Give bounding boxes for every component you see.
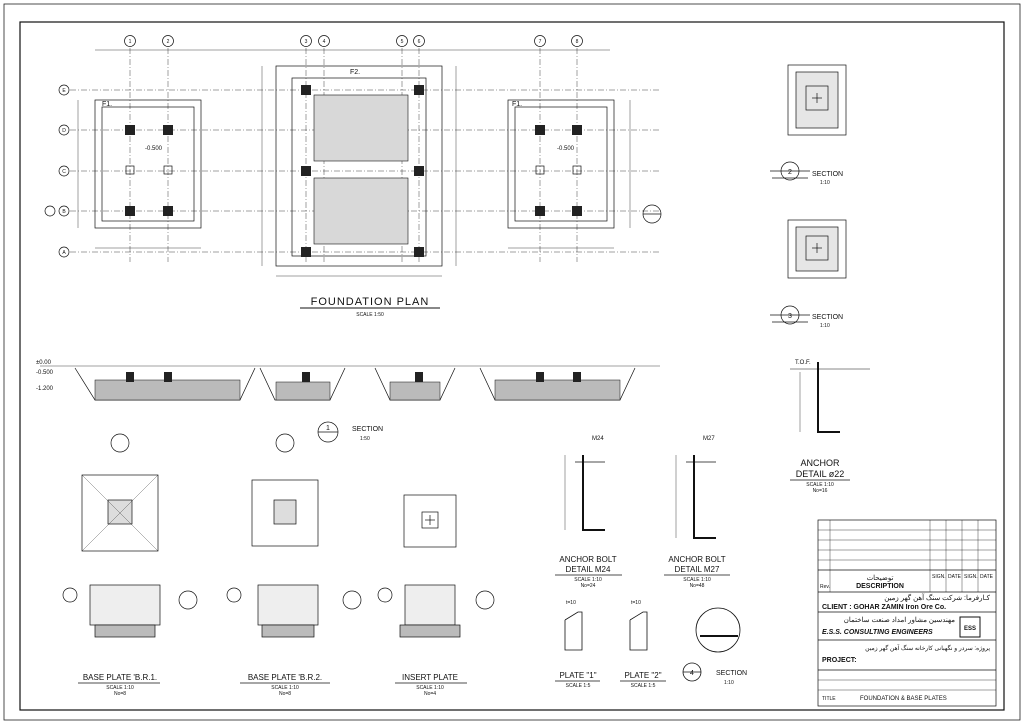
inner-border [19, 21, 1005, 711]
insert-title: INSERT PLATE [402, 673, 458, 682]
bp1-count: No=8 [114, 691, 126, 697]
grid-label-E: E [62, 88, 66, 94]
tb-sign-2: SIGN. [964, 574, 978, 580]
tb-rev: Rev. [820, 584, 830, 590]
section4-number: 4 [690, 670, 694, 677]
section-1-drawing [40, 365, 660, 443]
bp2-scale: SCALE 1:10 [271, 685, 299, 691]
section3-scale: 1:10 [820, 323, 830, 329]
grid-label-8: 8 [576, 39, 579, 45]
tb-consult-en: E.S.S. CONSULTING ENGINEERS [822, 629, 933, 636]
bolt24-size: M24 [592, 436, 604, 442]
section3-title: SECTION [812, 314, 843, 321]
grid-label-1: 1 [129, 39, 132, 45]
bolt27-size: M27 [703, 436, 715, 442]
tb-drawing-title: FOUNDATION & BASE PLATES [860, 696, 947, 702]
footing-label-f1-right: F1. [512, 101, 522, 108]
section1-number: 1 [326, 425, 330, 432]
bolt24-subtitle: DETAIL M24 [566, 565, 611, 574]
tb-date-1: DATE [948, 574, 962, 580]
bp2-title: BASE PLATE 'B.R.2. [248, 673, 322, 682]
level-label-right: -0.500 [557, 146, 575, 152]
anchor-tof: T.O.F. [795, 360, 811, 366]
bp1-title: BASE PLATE 'B.R.1. [83, 673, 157, 682]
grid-label-A: A [62, 250, 66, 256]
grid-label-6: 6 [418, 39, 421, 45]
outer-border [3, 3, 1021, 721]
tb-consult-fa: مهندسین مشاور امداد صنعت ساختمان [844, 616, 955, 624]
plate2-scale: SCALE 1:5 [631, 683, 656, 689]
grid-label-4: 4 [323, 39, 326, 45]
base-plate-br1-drawing [62, 433, 198, 638]
tb-date-2: DATE [980, 574, 994, 580]
grid-label-C: C [62, 169, 66, 175]
bolt27-title: ANCHOR BOLT [668, 555, 725, 564]
grid-label-D: D [62, 128, 66, 134]
tb-logo: ESS [964, 626, 976, 632]
foundation-plan-title: FOUNDATION PLAN [311, 296, 430, 308]
bp2-count: No=8 [279, 691, 291, 697]
grid-label-B: B [62, 209, 66, 215]
grid-label-2: 2 [167, 39, 170, 45]
insert-plate-drawing [377, 494, 495, 638]
plate1-title: PLATE "1" [559, 671, 596, 680]
plate1-t: t=10 [566, 600, 576, 606]
base-plate-br2-drawing [226, 433, 362, 638]
tb-client-en: CLIENT : GOHAR ZAMIN Iron Ore Co. [822, 604, 946, 611]
tb-desc-en: DESCRIPTION [856, 583, 904, 590]
bolt27-count: No=48 [690, 583, 705, 589]
tb-title-label: TITLE [822, 696, 836, 702]
plates-drawing [564, 607, 741, 682]
tb-desc-fa: توضیحات [867, 574, 894, 582]
section1-level-2: -1.200 [36, 386, 54, 392]
plate2-t: t=10 [631, 600, 641, 606]
plate1-scale: SCALE 1:5 [566, 683, 591, 689]
plate2-title: PLATE "2" [624, 671, 661, 680]
footing-label-f2: F2. [350, 69, 360, 76]
grid-bubbles [58, 35, 583, 258]
bp1-scale: SCALE 1:10 [106, 685, 134, 691]
section-3-drawing [770, 219, 847, 325]
title-block [817, 519, 997, 707]
section1-title: SECTION [352, 426, 383, 433]
bolt24-title: ANCHOR BOLT [559, 555, 616, 564]
grid-label-5: 5 [401, 39, 404, 45]
section4-scale: 1:10 [724, 680, 734, 686]
section3-number: 3 [788, 313, 792, 320]
section1-level-0: ±0.00 [36, 360, 52, 366]
section2-title: SECTION [812, 171, 843, 178]
tb-project-fa: پروژه: سردر و نگهبانی کارخانه سنگ آهن گه… [865, 644, 990, 652]
level-label-left: -0.500 [145, 146, 163, 152]
anchor-scale: SCALE 1:10 [806, 482, 834, 488]
tb-project-en: PROJECT: [822, 657, 857, 664]
bolt27-scale: SCALE 1:10 [683, 577, 711, 583]
section4-title: SECTION [716, 670, 747, 677]
anchor-detail-drawing [790, 362, 870, 433]
bolt27-subtitle: DETAIL M27 [675, 565, 720, 574]
section2-number: 2 [788, 169, 792, 176]
bolt24-count: No=24 [581, 583, 596, 589]
anchor-bolt-m24-drawing [564, 455, 605, 531]
grid-label-7: 7 [539, 39, 542, 45]
anchor-title: ANCHOR [800, 458, 840, 468]
grid-column-labels: 1 2 3 4 5 6 7 8 E D C B A [62, 39, 578, 256]
bolt24-scale: SCALE 1:10 [574, 577, 602, 583]
section2-scale: 1:10 [820, 180, 830, 186]
anchor-subtitle: DETAIL ø22 [796, 469, 845, 479]
section-2-drawing [770, 64, 847, 181]
tb-sign-1: SIGN. [932, 574, 946, 580]
tb-client-fa: کـارفرما: شرکت سنگ آهن گهر زمین [884, 592, 990, 602]
insert-count: No=4 [424, 691, 436, 697]
anchor-bolt-m27-drawing [675, 455, 716, 539]
foundation-plan [44, 48, 662, 277]
grid-label-3: 3 [305, 39, 308, 45]
insert-scale: SCALE 1:10 [416, 685, 444, 691]
anchor-count: No=16 [813, 488, 828, 494]
foundation-plan-scale: SCALE 1:50 [356, 312, 384, 318]
section1-scale: 1:50 [360, 436, 370, 442]
section1-level-1: -0.500 [36, 370, 54, 376]
footing-label-f1-left: F1. [102, 101, 112, 108]
